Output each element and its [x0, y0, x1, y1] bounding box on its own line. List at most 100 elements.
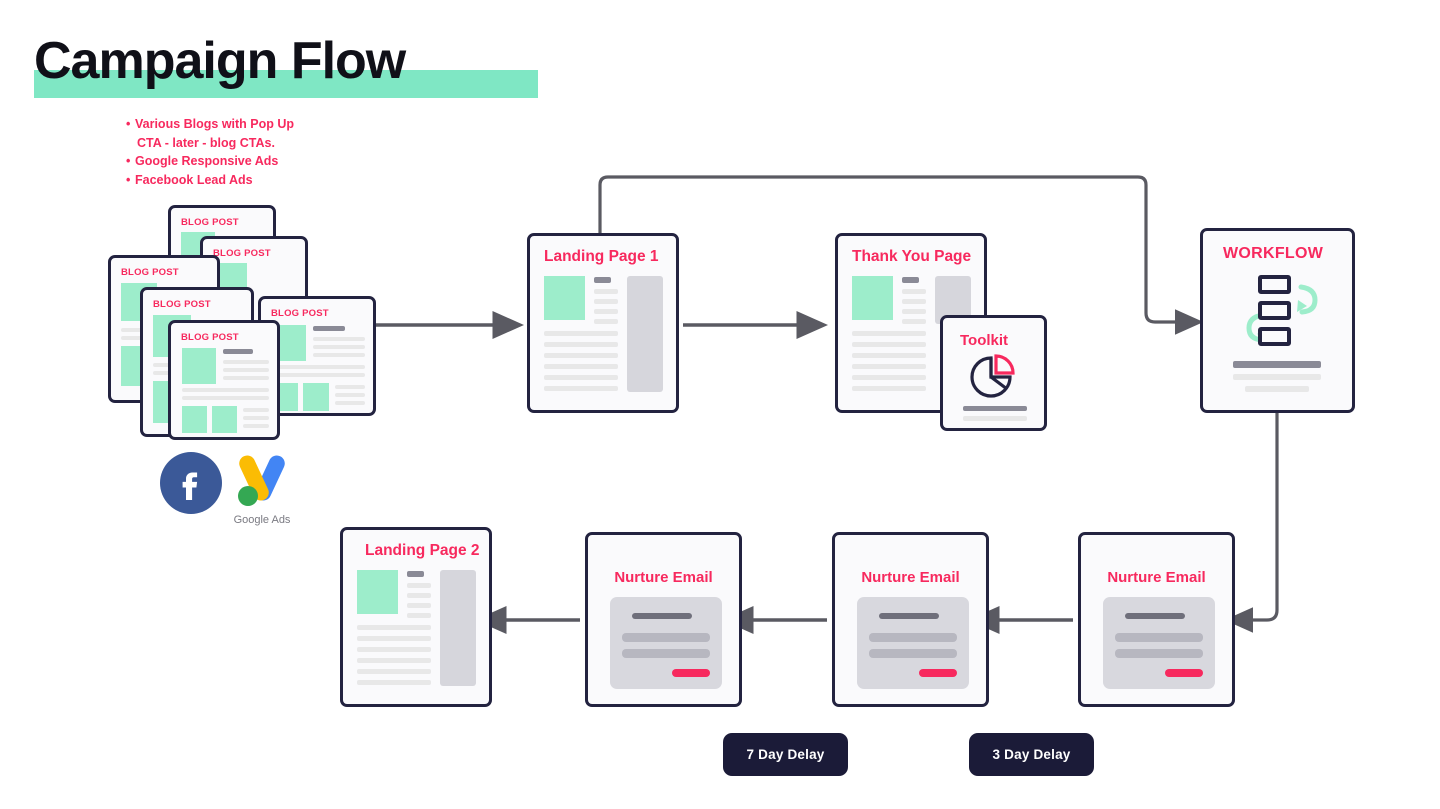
email-heading-line	[879, 613, 939, 619]
text-line	[902, 299, 926, 304]
pie-chart-icon	[970, 354, 1015, 398]
blog-image-placeholder	[212, 406, 237, 433]
toolkit-card[interactable]: Toolkit	[940, 315, 1047, 431]
landing-page-2-card[interactable]: Landing Page 2	[340, 527, 492, 707]
text-line	[544, 353, 618, 358]
text-line	[272, 373, 365, 377]
text-line	[357, 625, 431, 630]
text-line	[223, 368, 269, 372]
email-text-line	[869, 649, 957, 658]
bullet-dot-icon: •	[126, 154, 131, 168]
email-body-panel	[1103, 597, 1215, 689]
blog-post-card[interactable]: BLOG POST	[168, 320, 280, 440]
email-cta-button	[1165, 669, 1203, 677]
text-line	[407, 613, 431, 618]
text-line	[357, 647, 431, 652]
email-heading-line	[1125, 613, 1185, 619]
google-ads-label: Google Ads	[233, 514, 291, 526]
text-line	[407, 603, 431, 608]
text-line	[852, 331, 926, 336]
text-line	[407, 583, 431, 588]
blog-image-placeholder	[303, 383, 329, 411]
sidebar-placeholder	[440, 570, 476, 686]
text-line	[594, 309, 618, 314]
text-line	[1233, 374, 1321, 380]
text-line	[357, 658, 431, 663]
heading-line	[407, 571, 424, 577]
text-line	[223, 360, 269, 364]
google-ads-logo[interactable]	[229, 448, 295, 514]
note-item-continuation: CTA - later - blog CTAs.	[126, 134, 294, 153]
blog-image-placeholder	[182, 406, 207, 433]
text-line	[182, 388, 269, 392]
note-item: •Facebook Lead Ads	[126, 171, 294, 190]
connector-workflow-to-email3	[1224, 412, 1279, 633]
text-line	[594, 289, 618, 294]
text-line	[544, 342, 618, 347]
text-line	[852, 375, 926, 380]
heading-line	[902, 277, 919, 283]
facebook-logo[interactable]	[160, 452, 222, 514]
text-line	[357, 636, 431, 641]
email-text-line	[869, 633, 957, 642]
heading-line	[223, 349, 253, 354]
note-item: •Various Blogs with Pop Up	[126, 115, 294, 134]
workflow-card[interactable]: WORKFLOW	[1200, 228, 1355, 413]
source-notes-list: •Various Blogs with Pop Up CTA - later -…	[126, 115, 294, 189]
landing-page-1-card[interactable]: Landing Page 1	[527, 233, 679, 413]
text-line	[357, 669, 431, 674]
heading-line	[594, 277, 611, 283]
heading-line	[1233, 361, 1321, 368]
delay-badge-label: 3 Day Delay	[992, 747, 1071, 762]
hero-image-placeholder	[852, 276, 893, 320]
bullet-dot-icon: •	[126, 117, 131, 131]
text-line	[335, 393, 365, 397]
nurture-email-card-3[interactable]: Nurture Email	[1078, 532, 1235, 707]
text-line	[272, 365, 365, 369]
nurture-email-title: Nurture Email	[861, 569, 960, 586]
text-line	[852, 386, 926, 391]
delay-badge-3-day[interactable]: 3 Day Delay	[969, 733, 1094, 776]
workflow-step-box	[1258, 301, 1291, 320]
text-line	[544, 364, 618, 369]
email-body-panel	[610, 597, 722, 689]
text-line	[544, 386, 618, 391]
text-line	[902, 309, 926, 314]
text-line	[313, 353, 365, 357]
blog-post-label: BLOG POST	[181, 332, 239, 343]
text-line	[852, 364, 926, 369]
workflow-title: WORKFLOW	[1223, 245, 1324, 262]
text-line	[852, 342, 926, 347]
hero-image-placeholder	[544, 276, 585, 320]
blog-post-label: BLOG POST	[121, 267, 179, 278]
blog-post-label: BLOG POST	[153, 299, 211, 310]
email-text-line	[1115, 649, 1203, 658]
note-item: •Google Responsive Ads	[126, 152, 294, 171]
text-line	[243, 424, 269, 428]
heading-line	[963, 406, 1027, 411]
toolkit-title: Toolkit	[960, 332, 1009, 349]
delay-badge-7-day[interactable]: 7 Day Delay	[723, 733, 848, 776]
sidebar-placeholder	[627, 276, 663, 392]
email-text-line	[622, 649, 710, 658]
workflow-step-box	[1258, 327, 1291, 346]
blog-post-label: BLOG POST	[181, 217, 239, 228]
blog-post-label: BLOG POST	[213, 248, 271, 259]
email-heading-line	[632, 613, 692, 619]
delay-badge-label: 7 Day Delay	[746, 747, 825, 762]
text-line	[1245, 386, 1309, 392]
nurture-email-card-1[interactable]: Nurture Email	[585, 532, 742, 707]
nurture-email-card-2[interactable]: Nurture Email	[832, 532, 989, 707]
text-line	[902, 289, 926, 294]
text-line	[407, 593, 431, 598]
hero-image-placeholder	[357, 570, 398, 614]
email-cta-button	[672, 669, 710, 677]
bullet-dot-icon: •	[126, 172, 131, 187]
blog-image-placeholder	[182, 348, 216, 384]
landing-page-2-title: Landing Page 2	[365, 542, 480, 559]
text-line	[182, 396, 269, 400]
text-line	[243, 408, 269, 412]
heading-line	[313, 326, 345, 331]
text-line	[963, 416, 1027, 421]
text-line	[852, 353, 926, 358]
